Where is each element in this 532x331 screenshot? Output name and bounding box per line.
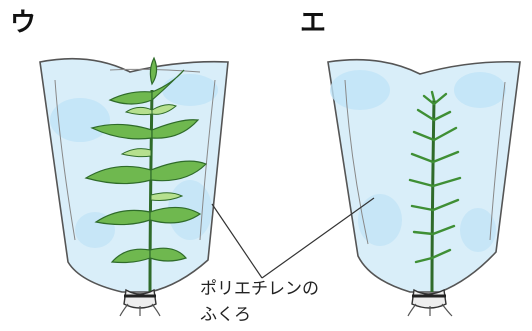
panel-label-e: エ [300, 10, 326, 36]
panel-label-u: ウ [10, 10, 36, 36]
bag-left-tie [120, 290, 160, 316]
bag-right [328, 60, 520, 292]
callout-leader-lines [212, 198, 374, 278]
bag-right-tie [408, 290, 452, 316]
callout-line-2: ふくろ [200, 302, 319, 328]
callout-line-1: ポリエチレンの [200, 276, 319, 302]
callout-polyethylene-bag: ポリエチレンの ふくろ [200, 276, 319, 328]
